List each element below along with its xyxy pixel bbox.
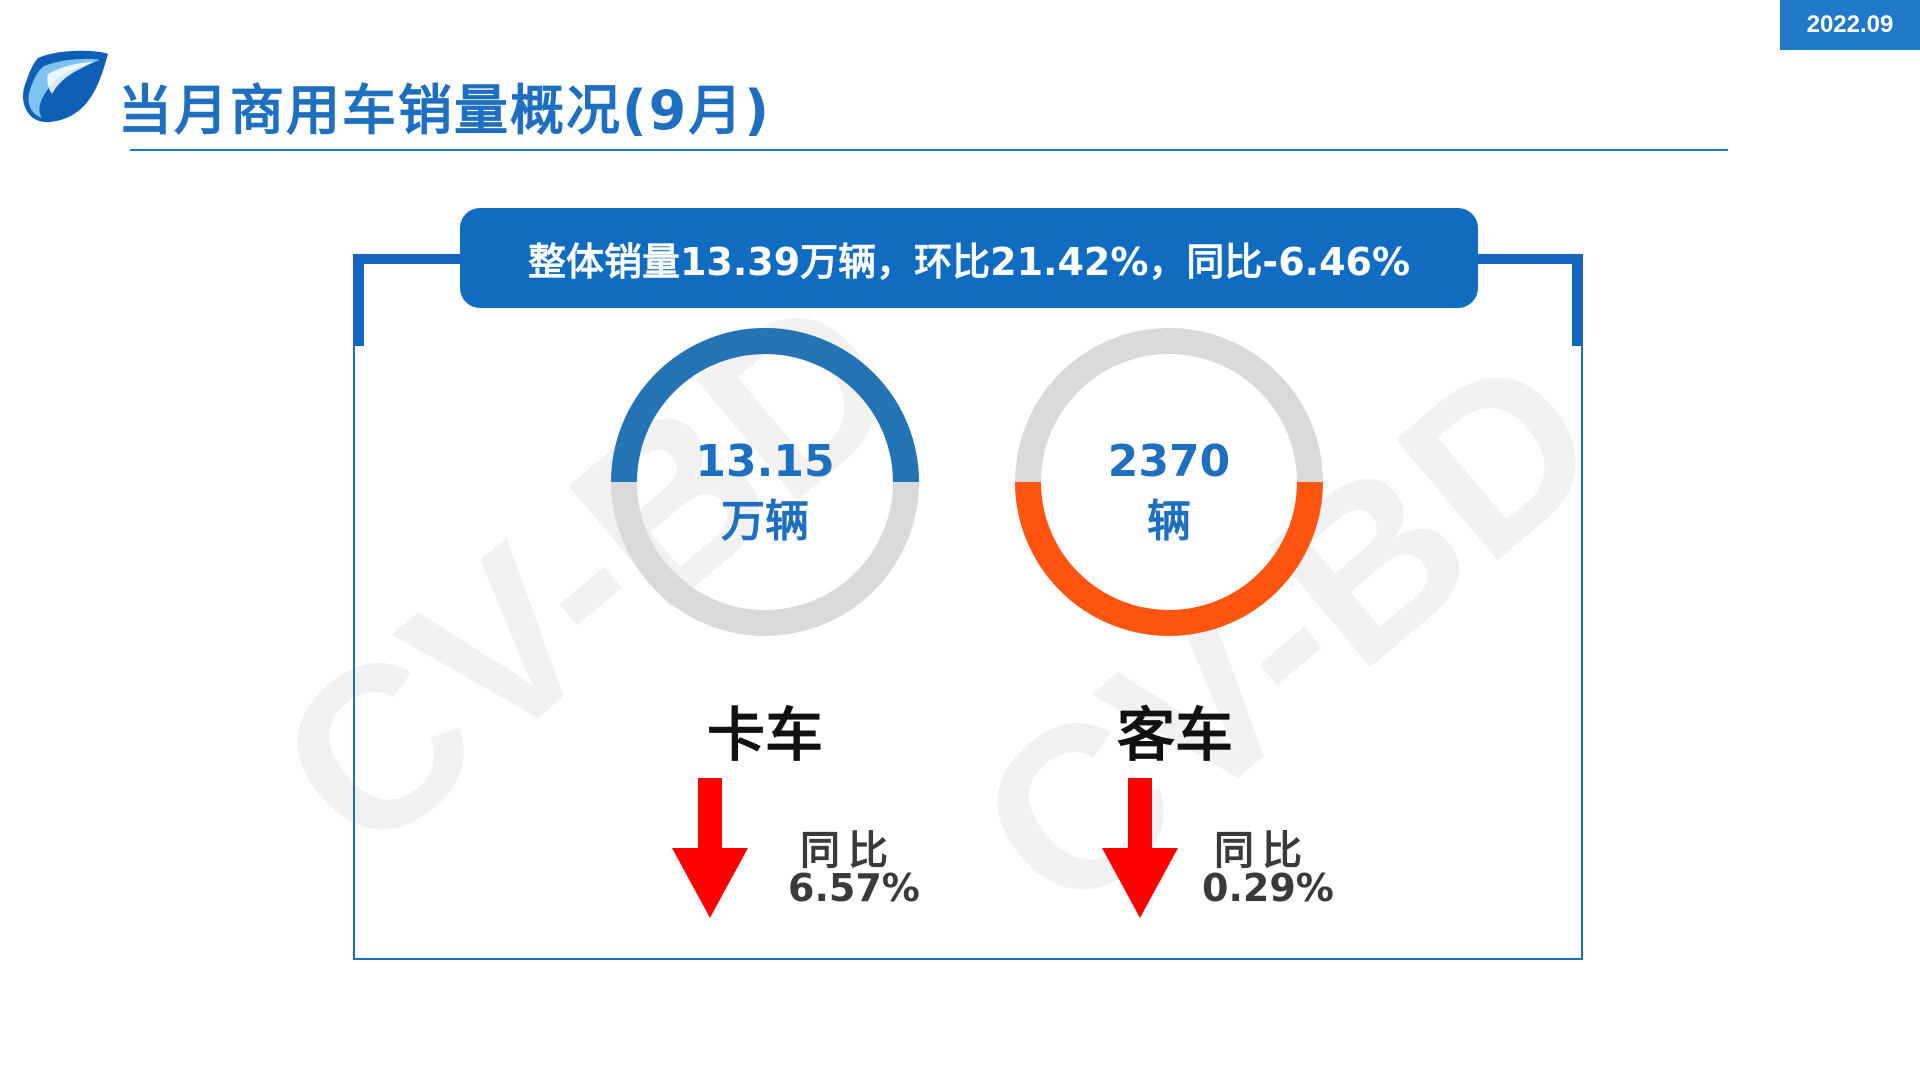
bus-arrow-down-icon [1102, 778, 1178, 918]
truck-unit: 万辆 [721, 496, 809, 547]
truck-yoy-value: 6.57% [788, 866, 920, 910]
date-badge: 2022.09 [1780, 0, 1920, 50]
truck-label: 卡车 [706, 701, 823, 769]
truck-ring-chart [611, 328, 919, 636]
bus-unit: 辆 [1147, 496, 1191, 547]
truck-ring-fill [611, 328, 919, 483]
bus-yoy-value: 0.29% [1202, 866, 1334, 910]
bus-ring-fill [1015, 481, 1323, 636]
truck-ring-label: 13.15 万辆 [610, 432, 920, 552]
summary-panel [353, 254, 1583, 960]
panel-bracket-left [353, 254, 364, 346]
bus-ring-chart [1015, 328, 1323, 636]
bus-value: 2370 [1107, 436, 1231, 487]
bus-label: 客车 [1116, 701, 1233, 769]
truck-arrow-down-icon [672, 778, 748, 918]
panel-bracket-right [1572, 254, 1583, 346]
bus-ring-label: 2370 辆 [1014, 432, 1324, 552]
title-divider [130, 149, 1728, 151]
truck-yoy-label: 同比 [800, 828, 896, 874]
page-title: 当月商用车销量概况(9月) [118, 79, 771, 142]
bus-yoy-label: 同比 [1214, 828, 1310, 874]
truck-value: 13.15 [695, 436, 835, 487]
summary-banner: 整体销量13.39万辆，环比21.42%，同比-6.46% [460, 208, 1478, 308]
company-logo-icon [23, 50, 108, 123]
